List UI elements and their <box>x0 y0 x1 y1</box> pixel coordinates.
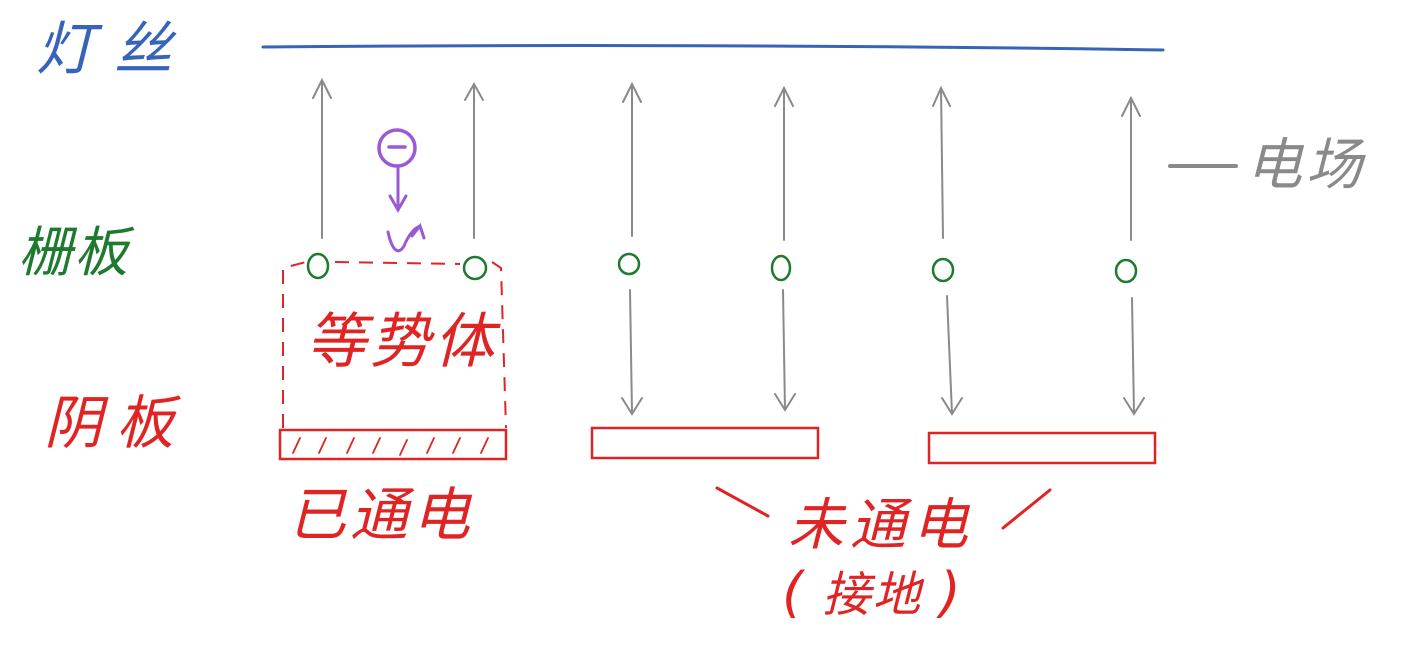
grid-node <box>617 252 641 276</box>
electron-bounce-squiggle <box>386 222 426 253</box>
cathode-hatching <box>292 437 489 456</box>
grid-node <box>931 257 955 283</box>
field-arrow-down-3 <box>941 295 963 416</box>
plasma-region-outline <box>282 261 507 429</box>
pointer-right <box>1001 488 1052 530</box>
plasma-label: 等势体 <box>306 307 498 377</box>
electron <box>377 128 426 253</box>
filament-line <box>261 44 1165 52</box>
cathode-plate-unenergized-1 <box>590 426 820 460</box>
field-arrow-up-6 <box>1121 95 1141 241</box>
energized-label: 已通电 <box>288 481 475 549</box>
grid-node <box>306 252 330 280</box>
field-arrow-up-2 <box>464 81 484 239</box>
field-arrow-down-4 <box>1123 297 1145 416</box>
field-arrows-up <box>312 77 1141 241</box>
grid-label: 栅板 <box>18 221 130 284</box>
cathode-plate-energized-outline <box>278 428 508 461</box>
grid-node <box>770 254 792 282</box>
unenergized-pointers <box>715 486 1052 530</box>
field-arrow-up-3 <box>622 81 642 237</box>
field-arrow-down-2 <box>774 289 796 412</box>
electron-path-arrow <box>388 166 408 214</box>
paren-close: ) <box>939 561 963 624</box>
grid-node <box>1114 258 1138 284</box>
field-label: 电场 <box>1246 133 1366 198</box>
grounded-label-group: ( 接地 ) <box>782 566 963 620</box>
field-arrow-up-5 <box>932 85 951 239</box>
pointer-left <box>715 486 770 518</box>
field-arrow-down-1 <box>621 289 643 416</box>
grounded-label: 接地 <box>822 567 923 623</box>
grid-nodes <box>306 252 1138 284</box>
field-label-group: 电场 <box>1168 138 1366 194</box>
filament-label: 灯丝 <box>36 15 193 83</box>
field-arrows-down <box>621 289 1145 416</box>
field-label-dash <box>1168 164 1238 168</box>
grid-node <box>462 255 488 281</box>
cathode-plate-unenergized-2 <box>927 431 1157 465</box>
electron-minus-icon <box>377 128 417 168</box>
field-arrow-up-4 <box>774 85 794 241</box>
cathode-label: 阴板 <box>44 389 189 457</box>
field-arrow-up-1 <box>312 77 332 239</box>
paren-open: ( <box>782 561 806 624</box>
cathode-plate-energized <box>278 428 508 461</box>
unenergized-label: 未通电 <box>788 493 974 558</box>
